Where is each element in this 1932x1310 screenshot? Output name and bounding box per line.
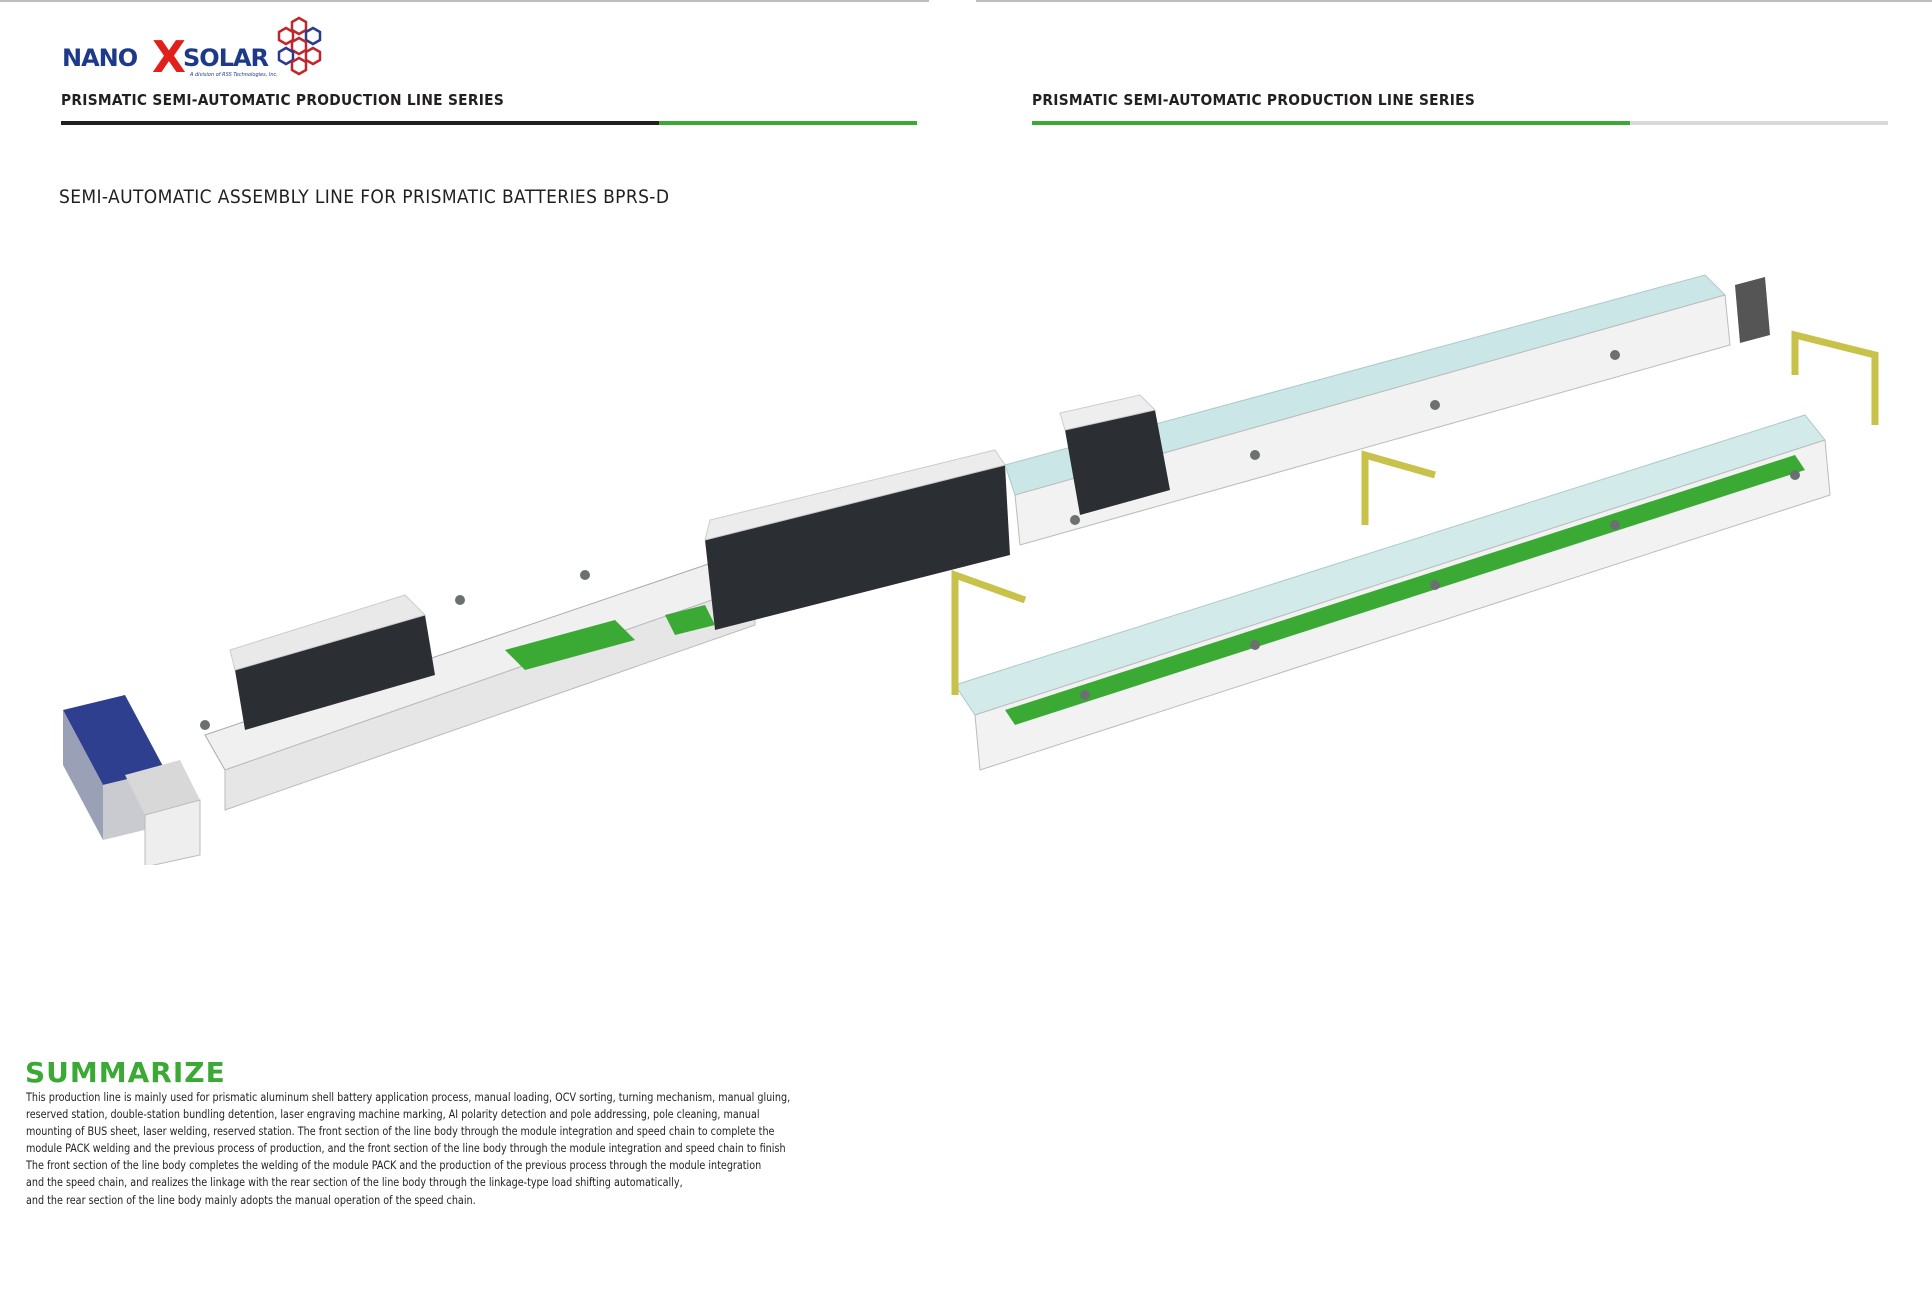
top-border-right — [976, 0, 1932, 2]
battery-rack — [63, 695, 201, 865]
svg-text:A division of RSS Technologies: A division of RSS Technologies, Inc. — [189, 72, 278, 78]
svg-text:NANO: NANO — [62, 44, 138, 72]
top-border-left — [0, 0, 929, 2]
svg-text:X: X — [152, 32, 186, 80]
front-line-section — [204, 449, 1010, 811]
production-line-illustration — [63, 274, 1879, 865]
page-title: SEMI-AUTOMATIC ASSEMBLY LINE FOR PRISMAT… — [59, 186, 670, 208]
rear-line-upper — [1004, 274, 1770, 546]
summary-line: and the rear section of the line body ma… — [26, 1193, 476, 1207]
summary-line: mounting of BUS sheet, laser welding, re… — [26, 1125, 775, 1139]
summary-line: reserved station, double-station bundlin… — [26, 1108, 760, 1122]
divider-green-left — [659, 121, 917, 125]
divider-gray-right — [1630, 121, 1888, 125]
divider-dark-left — [61, 121, 659, 125]
divider-green-right — [1032, 121, 1630, 125]
summary-line: The front section of the line body compl… — [26, 1159, 762, 1173]
summary-line: and the speed chain, and realizes the li… — [26, 1176, 683, 1190]
series-heading-left: PRISMATIC SEMI-AUTOMATIC PRODUCTION LINE… — [61, 91, 505, 109]
summary-heading: SUMMARIZE — [25, 1056, 226, 1089]
workers — [200, 350, 1800, 730]
nanoxsolar-logo: NANO X SOLAR A division of RSS Technolog… — [62, 16, 322, 80]
summary-paragraph: This production line is mainly used for … — [26, 1089, 926, 1209]
summary-line: module PACK welding and the previous pro… — [26, 1142, 786, 1156]
series-heading-right: PRISMATIC SEMI-AUTOMATIC PRODUCTION LINE… — [1032, 91, 1476, 109]
svg-text:SOLAR: SOLAR — [183, 44, 269, 72]
summary-line: This production line is mainly used for … — [26, 1091, 791, 1104]
